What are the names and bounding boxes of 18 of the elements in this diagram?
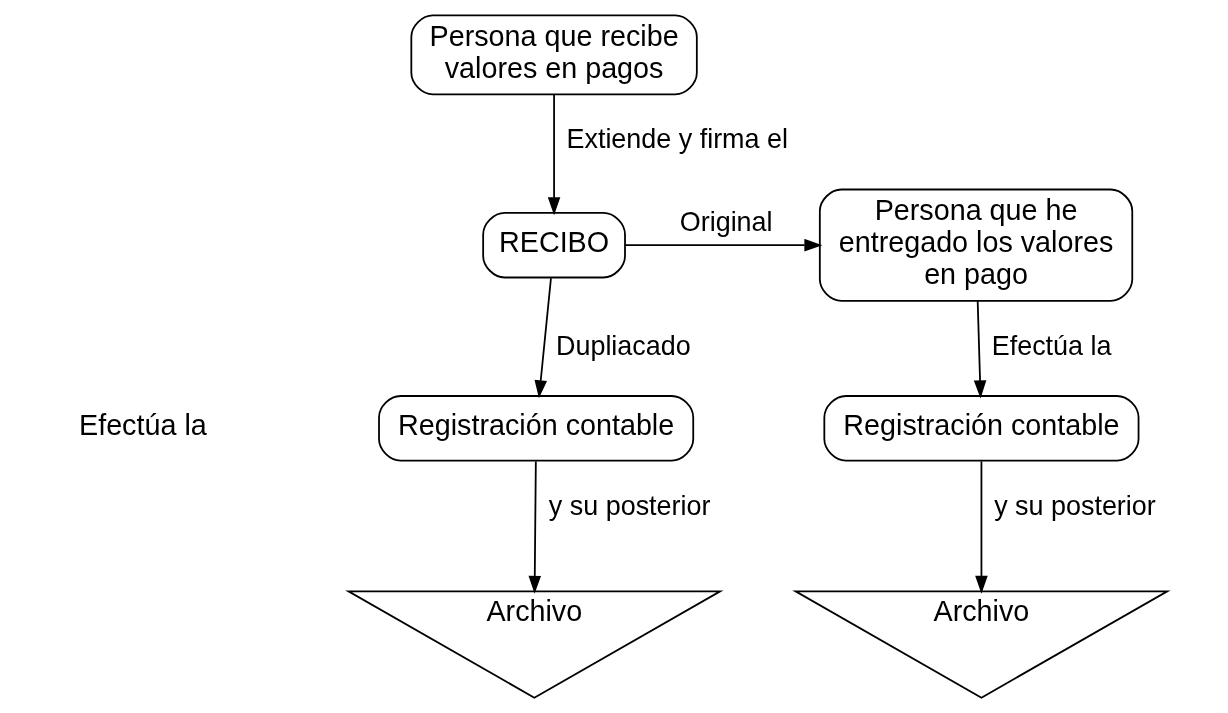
node-box: Registración contable	[378, 395, 695, 462]
arrow	[547, 93, 561, 216]
arrow	[973, 299, 987, 399]
label: Efectúa la	[79, 409, 207, 442]
edge-label: Dupliacado	[556, 330, 691, 361]
edge-label: y su posterior	[548, 490, 711, 521]
arrow	[528, 460, 542, 594]
edge-label: Extiende y firma el	[566, 124, 788, 155]
node-box: Registración contable	[823, 395, 1140, 462]
arrow	[975, 460, 988, 594]
node-box: Persona que he entregado los valores en pago	[818, 188, 1134, 302]
arrow	[624, 238, 823, 252]
node-box: RECIBO	[482, 211, 626, 279]
arrow	[534, 277, 552, 399]
edge-label: Original	[679, 206, 773, 237]
edge-label: y su posterior	[994, 490, 1156, 521]
edge-label: Efectúa la	[991, 330, 1112, 361]
node-box: Persona que recibe valores en pagos	[410, 14, 698, 96]
